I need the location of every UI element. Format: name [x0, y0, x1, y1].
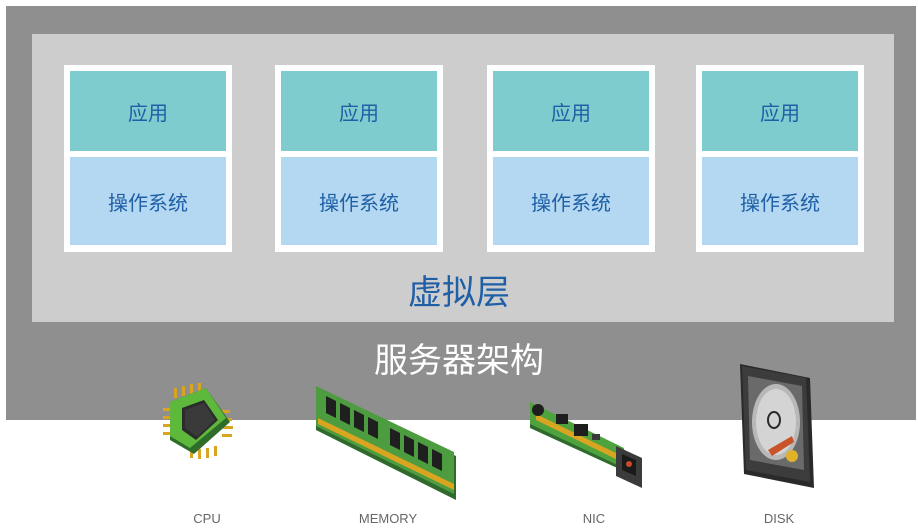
os-box: 操作系统	[493, 157, 649, 245]
hardware-label-disk: DISK	[763, 511, 795, 526]
server-architecture-label: 服务器架构	[374, 341, 544, 381]
app-box: 应用	[281, 71, 437, 151]
os-box: 操作系统	[70, 157, 226, 245]
virtual-machine-1: 应用 操作系统	[64, 65, 232, 252]
virtual-machine-3: 应用 操作系统	[487, 65, 655, 252]
virtual-machine-2: 应用 操作系统	[275, 65, 443, 252]
os-box: 操作系统	[702, 157, 858, 245]
hardware-label-cpu: CPU	[193, 511, 221, 526]
cpu-chip-icon	[163, 383, 233, 459]
hard-disk-icon	[740, 364, 814, 488]
app-box: 应用	[493, 71, 649, 151]
hardware-label-nic: NIC	[582, 511, 606, 526]
app-box: 应用	[70, 71, 226, 151]
virtualization-layer-label: 虚拟层	[408, 273, 510, 313]
os-box: 操作系统	[281, 157, 437, 245]
hardware-label-memory: MEMORY	[358, 511, 418, 526]
network-card-icon	[530, 402, 642, 488]
virtual-machine-4: 应用 操作系统	[696, 65, 864, 252]
memory-module-icon	[316, 386, 456, 500]
app-box: 应用	[702, 71, 858, 151]
